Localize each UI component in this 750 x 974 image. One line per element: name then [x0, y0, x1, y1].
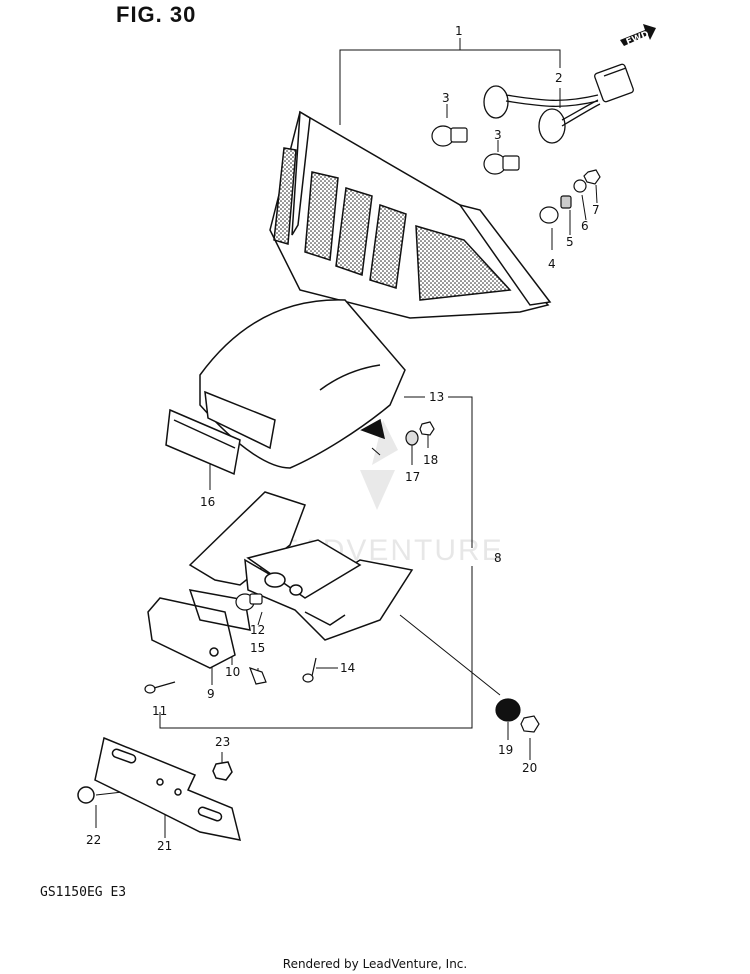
figure-title: FIG. 30 [116, 2, 197, 27]
callout-3b: 3 [494, 128, 502, 142]
callout-6: 6 [581, 219, 589, 233]
callout-17: 17 [405, 470, 420, 484]
bulb-left [431, 125, 468, 147]
license-bulb [235, 593, 263, 611]
fwd-label: FWD [625, 30, 651, 48]
leader-lines [95, 38, 598, 838]
callout-21: 21 [157, 839, 172, 853]
callout-19: 19 [498, 743, 513, 757]
rubber-nut-19-20 [495, 698, 540, 733]
model-code: GS1150EG E3 [40, 885, 127, 900]
screws [144, 657, 317, 694]
license-lamp-bracket [188, 491, 414, 641]
callout-16: 16 [200, 495, 215, 509]
bulb-right [483, 153, 520, 175]
callout-7: 7 [592, 203, 600, 217]
plate-bracket [77, 736, 242, 841]
fwd-arrow: FWD [620, 24, 656, 48]
license-lamp-lens [147, 589, 251, 669]
callout-10: 10 [225, 665, 240, 679]
side-reflector [165, 408, 241, 476]
callout-9: 9 [207, 687, 215, 701]
callout-11: 11 [152, 704, 167, 718]
callout-12: 12 [250, 623, 265, 637]
callout-numbers: 1 2 3 3 4 5 6 7 8 9 10 11 12 13 14 15 16… [86, 24, 600, 853]
callout-15: 15 [250, 641, 265, 655]
callout-18: 18 [423, 453, 438, 467]
tail-cowl [269, 110, 552, 319]
tail-lamp-cover [199, 299, 406, 469]
callout-4: 4 [548, 257, 556, 271]
grommet-nut-set [539, 169, 601, 224]
socket-harness [483, 63, 634, 144]
callout-14: 14 [340, 661, 355, 675]
callout-3: 3 [442, 91, 450, 105]
callout-5: 5 [566, 235, 574, 249]
callout-23: 23 [215, 735, 230, 749]
callout-2: 2 [555, 71, 563, 85]
washer-nut-17-18 [405, 421, 435, 446]
rendered-credit: Rendered by LeadVenture, Inc. [282, 957, 468, 971]
callout-1: 1 [455, 24, 463, 38]
callout-20: 20 [522, 761, 537, 775]
callout-13: 13 [429, 390, 444, 404]
callout-8: 8 [494, 551, 502, 565]
callout-22: 22 [86, 833, 101, 847]
